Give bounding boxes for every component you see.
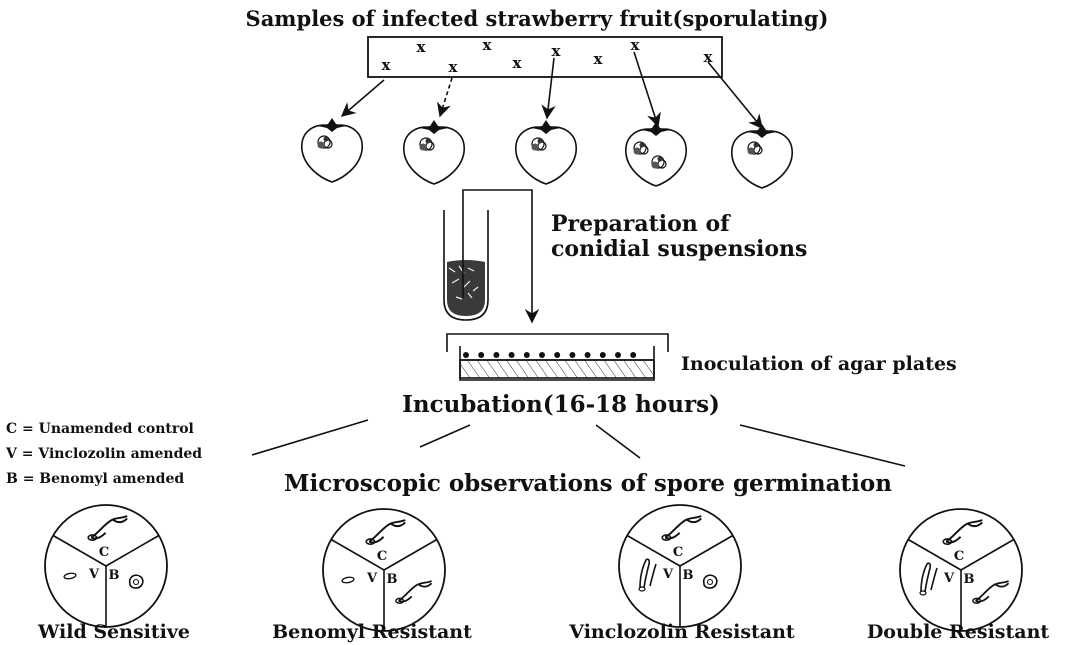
strawberry-fruit xyxy=(516,120,576,184)
germinated-spore xyxy=(396,581,432,603)
legend: C = Unamended control V = Vinclozolin am… xyxy=(5,421,202,487)
inoculation-dot xyxy=(539,352,545,358)
inoculation-label: Inoculation of agar plates xyxy=(681,353,957,375)
arrow-fruit-2 xyxy=(440,78,452,116)
mold-spot xyxy=(420,138,435,151)
legend-benomyl: B = Benomyl amended xyxy=(6,471,184,487)
sample-mark: x xyxy=(483,36,493,54)
legend-control: C = Unamended control xyxy=(6,421,194,437)
mold-spot xyxy=(318,136,333,149)
inoculation-dot xyxy=(509,352,515,358)
strawberry-fruit xyxy=(732,124,792,188)
strawberry-fruits xyxy=(302,118,792,188)
sector-divider xyxy=(961,540,1014,571)
sector-label-v: V xyxy=(88,567,100,582)
germinated-spore xyxy=(973,581,1009,603)
sector-label-c: C xyxy=(99,545,109,560)
inoculation-dot xyxy=(585,352,591,358)
mold-spot xyxy=(634,142,649,155)
arrow-fruit-1 xyxy=(342,80,384,116)
ungerminated-spore xyxy=(342,576,355,583)
preparation-label-line1: Preparation of xyxy=(551,211,731,237)
sector-label-v: V xyxy=(943,571,955,586)
sector-label-b: B xyxy=(387,572,398,587)
sector-label-v: V xyxy=(366,571,378,586)
strawberry-fruit xyxy=(626,122,686,186)
swollen-spore xyxy=(704,575,717,588)
inoculation-dot xyxy=(554,352,560,358)
incubation-label: Incubation(16-18 hours) xyxy=(402,391,720,418)
sector-label-c: C xyxy=(954,549,964,564)
inoculation-dot xyxy=(600,352,606,358)
swollen-spore xyxy=(130,575,143,588)
branch-line-3 xyxy=(596,425,640,458)
arrow-fruit-5 xyxy=(708,62,762,128)
germinated-spore xyxy=(639,559,656,591)
arrow-fruit-4 xyxy=(634,52,658,126)
germinated-spore xyxy=(366,520,405,544)
sector-label-b: B xyxy=(109,568,120,583)
sample-mark: x xyxy=(631,36,641,54)
ungerminated-spore xyxy=(64,572,77,579)
fruit-arrows xyxy=(342,52,762,128)
sector-label-v: V xyxy=(662,567,674,582)
sample-mark: x xyxy=(382,56,392,74)
sector-label-c: C xyxy=(377,549,387,564)
inoculation-dot xyxy=(615,352,621,358)
sector-divider xyxy=(680,536,733,567)
phenotype-label: Vinclozolin Resistant xyxy=(568,621,795,643)
branch-line-1 xyxy=(252,420,368,455)
inoculation-dots xyxy=(463,352,636,358)
germinated-spore xyxy=(88,516,127,540)
legend-vinclozolin: V = Vinclozolin amended xyxy=(5,446,202,462)
branch-lines xyxy=(252,420,905,466)
sample-mark: x xyxy=(449,58,459,76)
inoculation-dot xyxy=(630,352,636,358)
sample-mark: x xyxy=(594,50,604,68)
sample-mark: x xyxy=(417,38,427,56)
branch-line-4 xyxy=(740,425,905,466)
branch-line-2 xyxy=(420,425,470,447)
germinated-spore xyxy=(662,516,701,540)
mold-spot xyxy=(652,156,667,169)
inoculation-dot xyxy=(569,352,575,358)
sample-mark: x xyxy=(513,54,523,72)
mold-spot xyxy=(748,142,763,155)
sector-label-b: B xyxy=(683,568,694,583)
sector-label-b: B xyxy=(964,572,975,587)
inoculation-dot xyxy=(493,352,499,358)
diagram-title: Samples of infected strawberry fruit(spo… xyxy=(246,6,829,31)
mold-spot xyxy=(532,138,547,151)
phenotype-label: Benomyl Resistant xyxy=(272,621,472,643)
phenotype-label: Double Resistant xyxy=(867,621,1050,643)
strawberry-fruit xyxy=(404,120,464,184)
germinated-spore xyxy=(920,563,937,595)
preparation-label-line2: conidial suspensions xyxy=(551,236,807,262)
sector-divider xyxy=(384,540,437,571)
sector-label-c: C xyxy=(673,545,683,560)
arrow-fruit-3 xyxy=(547,58,554,118)
test-tube xyxy=(444,210,488,320)
sector-divider xyxy=(106,536,159,567)
strawberry-fruit xyxy=(302,118,362,182)
microscopy-label: Microscopic observations of spore germin… xyxy=(284,470,892,497)
inoculation-dot xyxy=(524,352,530,358)
phenotype-label: Wild Sensitive xyxy=(37,621,190,643)
inoculation-dot xyxy=(463,352,469,358)
inoculation-dot xyxy=(478,352,484,358)
sample-mark: x xyxy=(552,42,562,60)
germinated-spore xyxy=(943,520,982,544)
